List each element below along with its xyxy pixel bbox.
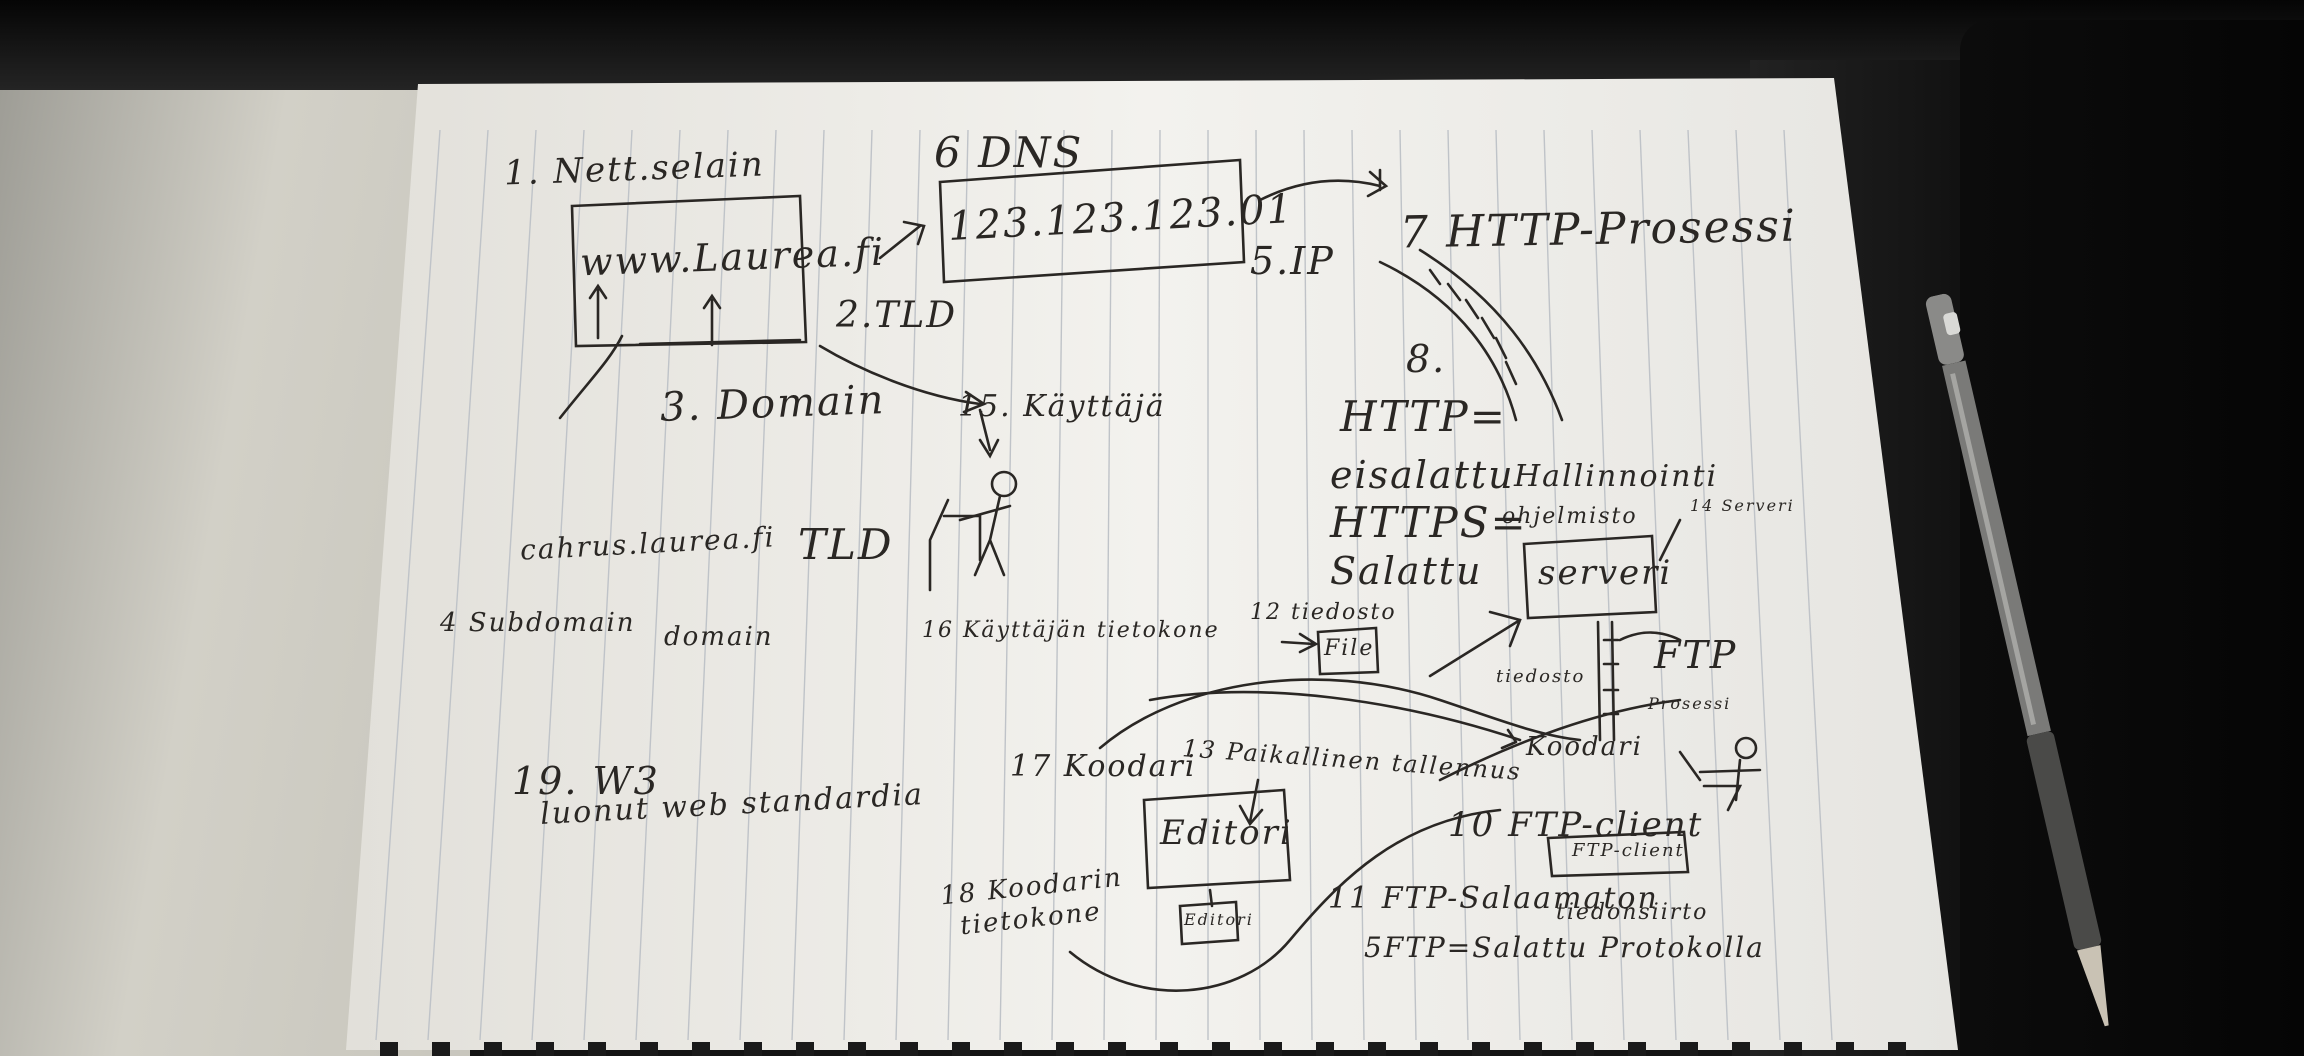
note-file: File <box>1324 636 1375 661</box>
note-5ip: 5.IP <box>1250 239 1335 283</box>
sketch-strokes <box>558 158 1762 992</box>
note-tld: 2.TLD <box>836 295 958 336</box>
pen <box>1925 293 2109 1027</box>
note-https-encrypted: Salattu <box>1330 549 1483 593</box>
note-http-process: 7 HTTP-Prosessi <box>1399 200 1798 259</box>
arrow-to-http <box>1258 170 1389 202</box>
note-https: HTTPS= <box>1330 498 1528 547</box>
note-subdomain: 4 Subdomain <box>440 608 636 638</box>
ftp-client-box <box>1546 830 1690 878</box>
laptop-shadow <box>1960 20 2304 1056</box>
note-sftp: 5FTP=Salattu Protokolla <box>1364 931 1765 964</box>
note-data-transfer: tiedonsiirto <box>1556 900 1709 925</box>
note-ftp-client: 10 FTP-client <box>1448 805 1704 845</box>
note-user-computer: 16 Käyttäjän tietokone <box>922 618 1220 643</box>
note-user: 15. Käyttäjä <box>958 389 1166 424</box>
editor-box <box>1142 788 1292 890</box>
spiral-binding <box>380 1042 1906 1056</box>
note-ftp: FTP <box>1654 633 1738 677</box>
note-ftp-process: Prosessi <box>1648 694 1732 713</box>
note-editor-small: Editori <box>1184 910 1254 929</box>
note-ftp-unencrypted: 11 FTP-Salaamaton <box>1328 881 1659 916</box>
server-box <box>1522 534 1658 620</box>
up-arrow-2 <box>702 293 722 347</box>
note-server: serveri <box>1538 553 1673 593</box>
file-box <box>1316 626 1380 676</box>
note-url: www.Laurea.fi <box>579 229 886 285</box>
stroke-domain <box>558 334 624 420</box>
note-w3: 19. W3 <box>512 759 660 803</box>
dns-box <box>938 158 1246 284</box>
note-software: ohjelmisto <box>1502 504 1638 529</box>
note-browser: 1. Nett.selain <box>503 144 766 194</box>
note-http: HTTP= <box>1340 392 1507 441</box>
note-coder: Koodari <box>1526 732 1643 762</box>
browser-box <box>570 194 808 348</box>
note-domain: 3. Domain <box>659 377 887 431</box>
up-arrow-1 <box>588 283 608 340</box>
arrow-to-dns <box>878 220 926 260</box>
note-file-transfer: tiedosto <box>1496 666 1586 687</box>
note-server-14: 14 Serveri <box>1690 496 1795 515</box>
note-coder-17: 17 Koodari <box>1010 749 1197 784</box>
note-ftp-client-box: FTP-client <box>1572 840 1685 861</box>
note-management: Hallinnointi <box>1514 459 1719 494</box>
note-dns-title: 6 DNS <box>934 128 1084 177</box>
note-editor: Editori <box>1160 813 1293 853</box>
note-file-12: 12 tiedosto <box>1250 600 1397 625</box>
note-tld-2: TLD <box>798 520 894 569</box>
note-http-unencrypted: eisalattu <box>1330 453 1515 497</box>
ruled-lines <box>375 129 1833 1041</box>
note-domain-2: domain <box>664 622 774 652</box>
note-8: 8. <box>1406 337 1447 381</box>
